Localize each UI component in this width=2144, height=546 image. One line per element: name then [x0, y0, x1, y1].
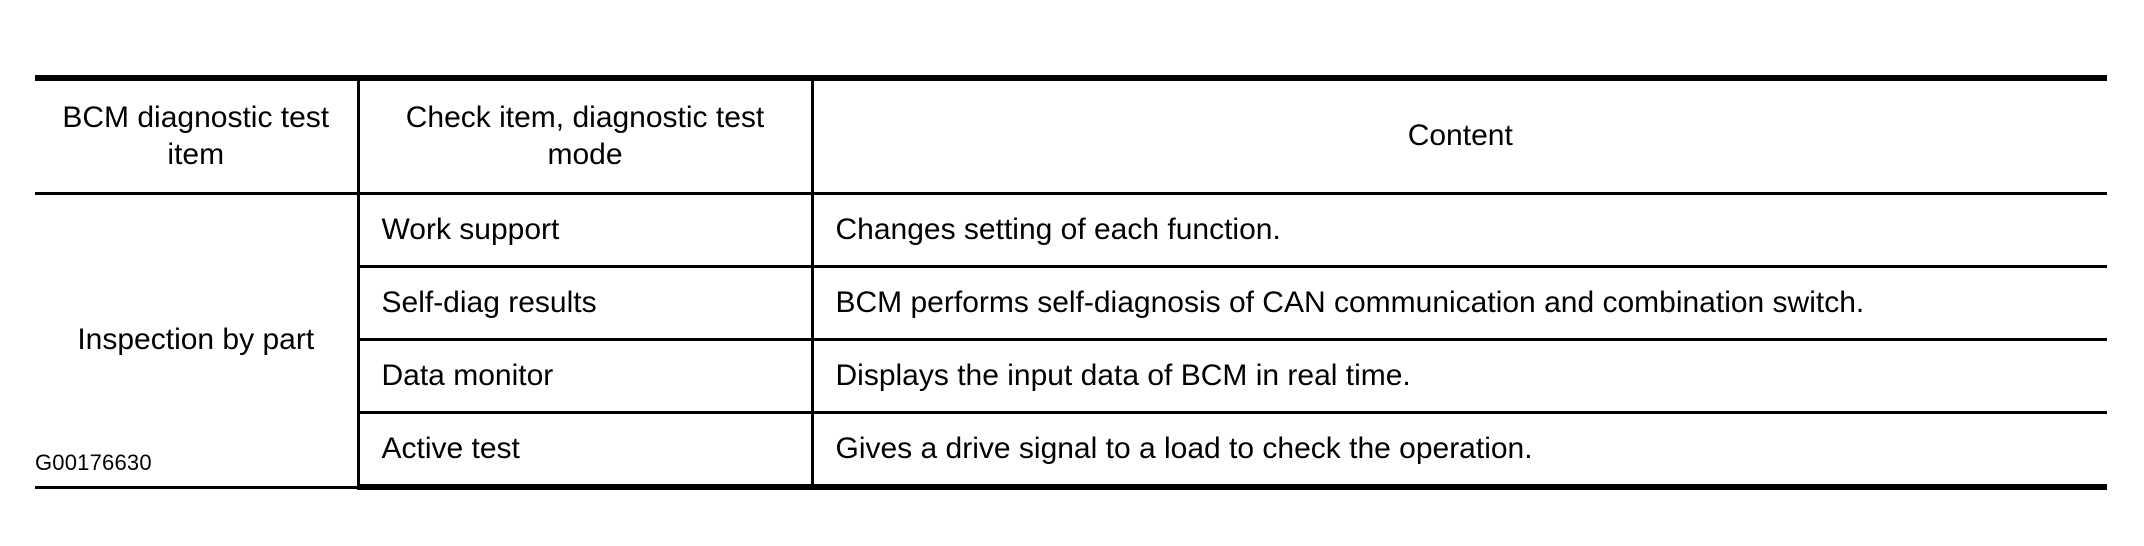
row-group-label-inspection-by-part: Inspection by part	[35, 193, 358, 489]
table-header-row: BCM diagnostic test item Check item, dia…	[35, 75, 2107, 195]
column-header-check-item-diagnostic-test-mode: Check item, diagnostic test mode	[356, 75, 812, 195]
spec-table-container: BCM diagnostic test item Check item, dia…	[35, 75, 2107, 490]
column-header-bcm-diagnostic-test-item: BCM diagnostic test item	[35, 75, 358, 195]
cell-content-data-monitor: Displays the input data of BCM in real t…	[810, 339, 2107, 414]
table-header: BCM diagnostic test item Check item, dia…	[35, 75, 2107, 195]
figure-reference-code: G00176630	[35, 450, 152, 475]
cell-mode-work-support: Work support	[356, 193, 812, 268]
table-row: Data monitor Displays the input data of …	[35, 339, 2107, 414]
cell-content-work-support: Changes setting of each function.	[810, 193, 2107, 268]
table-row: Active test Gives a drive signal to a lo…	[35, 412, 2107, 490]
cell-content-active-test: Gives a drive signal to a load to check …	[810, 412, 2107, 490]
cell-mode-active-test: Active test	[356, 412, 812, 490]
cell-mode-data-monitor: Data monitor	[356, 339, 812, 414]
table-row: Self-diag results BCM performs self-diag…	[35, 266, 2107, 341]
table-body: Inspection by part Work support Changes …	[35, 193, 2107, 490]
table-row: Inspection by part Work support Changes …	[35, 193, 2107, 489]
column-header-content: Content	[810, 75, 2107, 195]
bcm-diagnostic-table: BCM diagnostic test item Check item, dia…	[35, 75, 2107, 490]
cell-content-self-diag-results: BCM performs self-diagnosis of CAN commu…	[810, 266, 2107, 341]
cell-mode-self-diag-results: Self-diag results	[356, 266, 812, 341]
